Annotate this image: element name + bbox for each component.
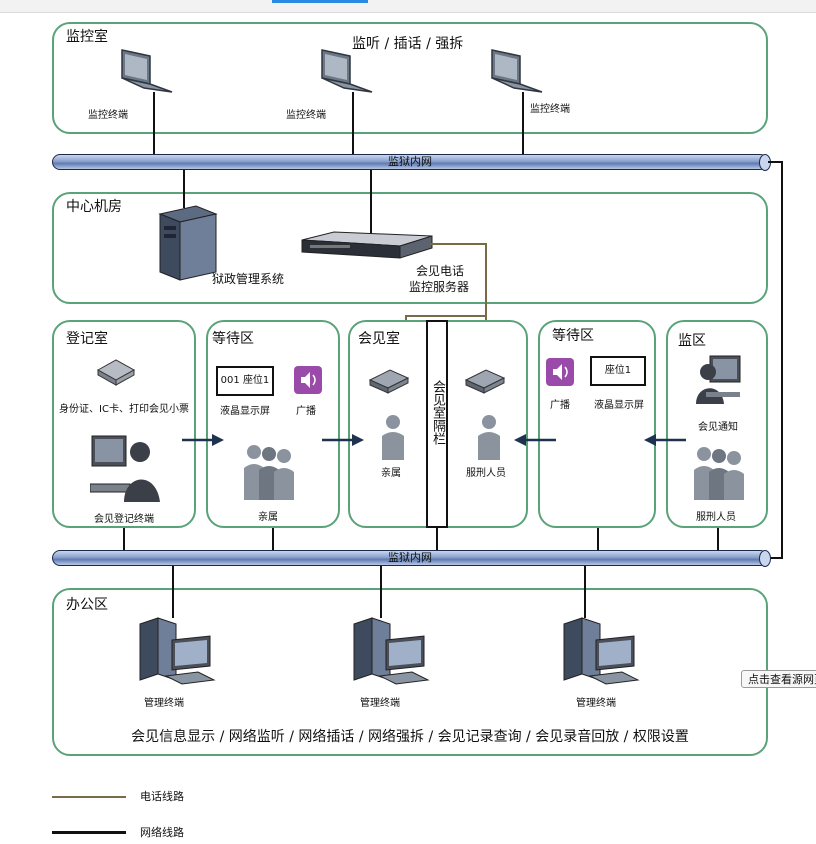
intranet-bus-top: 监狱内网 [52,154,771,171]
register-room-title: 登记室 [66,331,108,347]
waiting-right-zone [538,320,656,528]
notification-terminal-icon [696,355,741,404]
person-icon [382,415,404,460]
admin-terminal-label: 管理终端 [360,698,400,709]
view-source-button[interactable]: 点击查看源网页 [741,670,816,688]
prison-system-label: 狱政管理系统 [212,272,285,286]
browser-top-bar [0,0,816,13]
phone-server-label-line1: 会见电话 [416,264,465,278]
network-link [717,528,719,550]
relatives-label: 亲属 [258,512,278,523]
center-room-title: 中心机房 [66,199,122,215]
office-functions-text: 会见信息显示 / 网络监听 / 网络插话 / 网络强拆 / 会见记录查询 / 会… [131,729,689,745]
right-arrow-icon [322,434,364,446]
network-link [768,557,783,559]
telephone-icon [464,369,506,394]
network-link [436,528,438,550]
network-link [597,528,599,550]
left-arrow-icon [644,434,686,446]
monitor-subtitle: 监听 / 插话 / 强拆 [352,36,464,52]
bus-label: 监狱内网 [388,551,432,564]
admin-terminal-label: 管理终端 [144,698,184,709]
person-icon [478,415,500,460]
lcd-screen: 001 座位1 [216,366,274,396]
speaker-icon [546,358,574,386]
network-link [153,92,155,154]
rack-server-icon [301,231,433,259]
lcd-screen-label: 液晶显示屏 [594,400,644,411]
network-link [352,92,354,154]
card-reader-icon [96,359,136,386]
network-link [781,161,783,558]
monitor-terminal-label: 监控终端 [286,110,326,121]
relatives-label: 亲属 [381,468,401,479]
network-link [380,566,382,618]
active-tab-indicator [272,0,368,3]
meeting-notice-label: 会见通知 [698,422,738,433]
prison-area-title: 监区 [678,333,706,349]
network-link [172,566,174,618]
monitor-room-title: 监控室 [66,29,108,45]
people-group-icon [694,447,744,500]
legend-phone-label: 电话线路 [140,790,184,803]
inmate-label: 服刑人员 [466,468,506,479]
partition-label: 会见室隔栏 [430,380,445,445]
register-room-zone [52,320,196,528]
network-link [183,170,185,208]
right-arrow-icon [182,434,224,446]
bus-label: 监狱内网 [388,155,432,168]
inmates-label: 服刑人员 [696,512,736,523]
waiting-right-title: 等待区 [552,328,594,344]
network-link [370,170,372,238]
operator-terminal-icon [90,435,160,502]
people-group-icon [244,445,294,500]
laptop-icon [491,49,543,93]
legend-network-label: 网络线路 [140,826,184,839]
monitor-terminal-label: 监控终端 [530,104,570,115]
speaker-label: 广播 [550,400,570,411]
laptop-icon [321,49,373,93]
left-arrow-icon [514,434,556,446]
intranet-bus-bottom: 监狱内网 [52,550,771,567]
lcd-screen-label: 液晶显示屏 [220,406,270,417]
bus-end-cap [759,550,771,567]
monitor-terminal-label: 监控终端 [88,110,128,121]
server-tower-icon [158,205,218,281]
monitor-room-zone [52,22,768,134]
phone-server-label-line2: 监控服务器 [409,280,470,294]
telephone-icon [368,369,410,394]
network-link [123,528,125,550]
speaker-label: 广播 [296,406,316,417]
desktop-computer-icon [139,617,216,685]
network-link [768,161,782,163]
network-link [584,566,586,618]
desktop-computer-icon [563,617,640,685]
card-reader-label: 身份证、IC卡、打印会见小票 [59,404,189,415]
laptop-icon [121,49,173,93]
legend-phone-line [52,796,126,798]
admin-terminal-label: 管理终端 [576,698,616,709]
waiting-left-title: 等待区 [212,331,254,347]
meeting-room-title: 会见室 [358,331,400,347]
meeting-partition: 会见室隔栏 [426,320,448,528]
desktop-computer-icon [353,617,430,685]
network-link [272,528,274,550]
speaker-icon [294,366,322,394]
legend-network-line [52,831,126,834]
office-area-title: 办公区 [66,597,108,613]
register-terminal-label: 会见登记终端 [94,514,154,525]
lcd-screen-text: 座位1 [604,365,632,376]
lcd-screen: 座位1 [590,356,646,386]
lcd-screen-text: 001 座位1 [220,375,270,386]
network-link [522,92,524,154]
